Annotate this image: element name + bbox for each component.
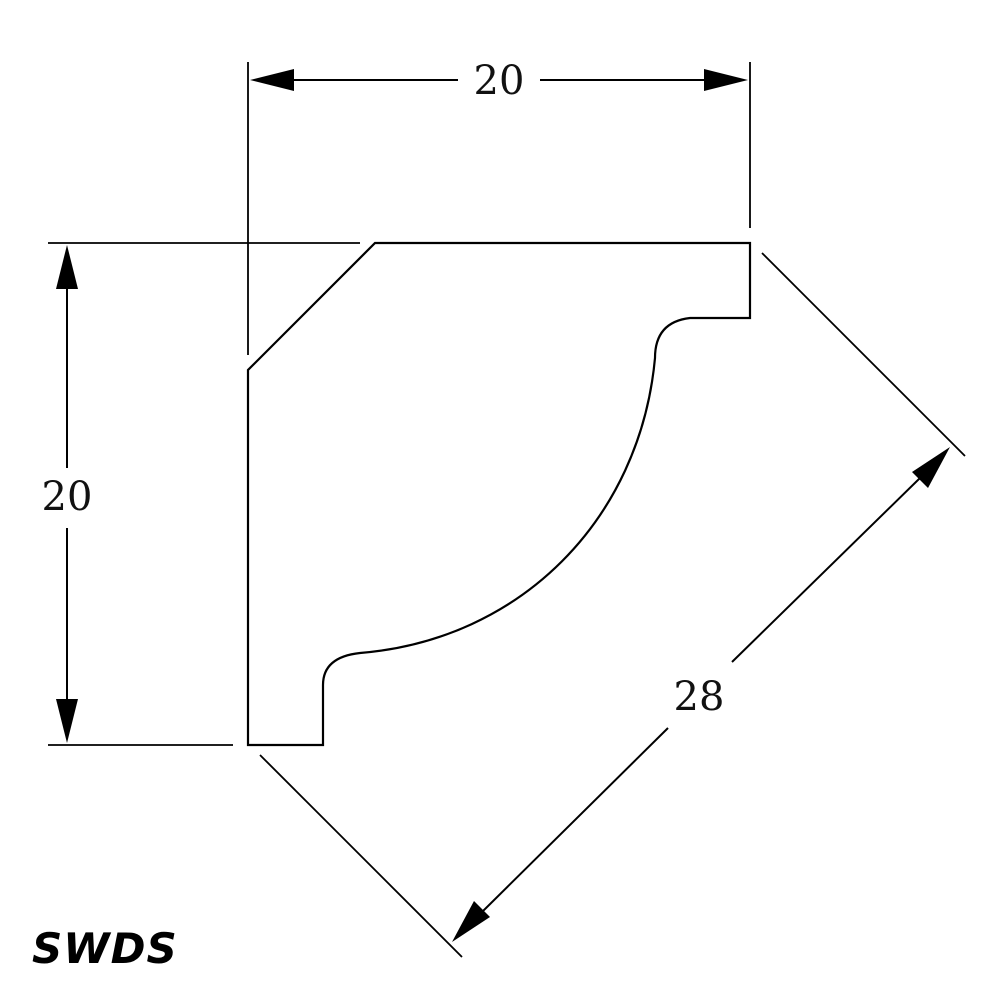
left-dimension-label: 20 [42, 474, 93, 520]
left-dimension-arrow-top [56, 245, 78, 289]
brand-logo-text: SWDS [32, 924, 178, 973]
top-dimension-label: 20 [474, 58, 525, 104]
diagonal-dimension-label: 28 [674, 674, 725, 720]
top-dimension-arrow-left [250, 69, 294, 91]
diagonal-dimension-line-upper [731, 477, 921, 663]
diagonal-dimension-line-lower [481, 727, 669, 913]
moulding-profile-outline [246, 241, 752, 747]
top-dimension-arrow-right [704, 69, 748, 91]
diagonal-dimension-arrow-upper [912, 447, 950, 488]
left-dimension-arrow-bottom [56, 699, 78, 743]
extension-line-diagonal-upper [761, 252, 966, 457]
diagonal-dimension-arrow-lower [452, 901, 490, 942]
extension-line-diagonal-lower [259, 754, 463, 958]
